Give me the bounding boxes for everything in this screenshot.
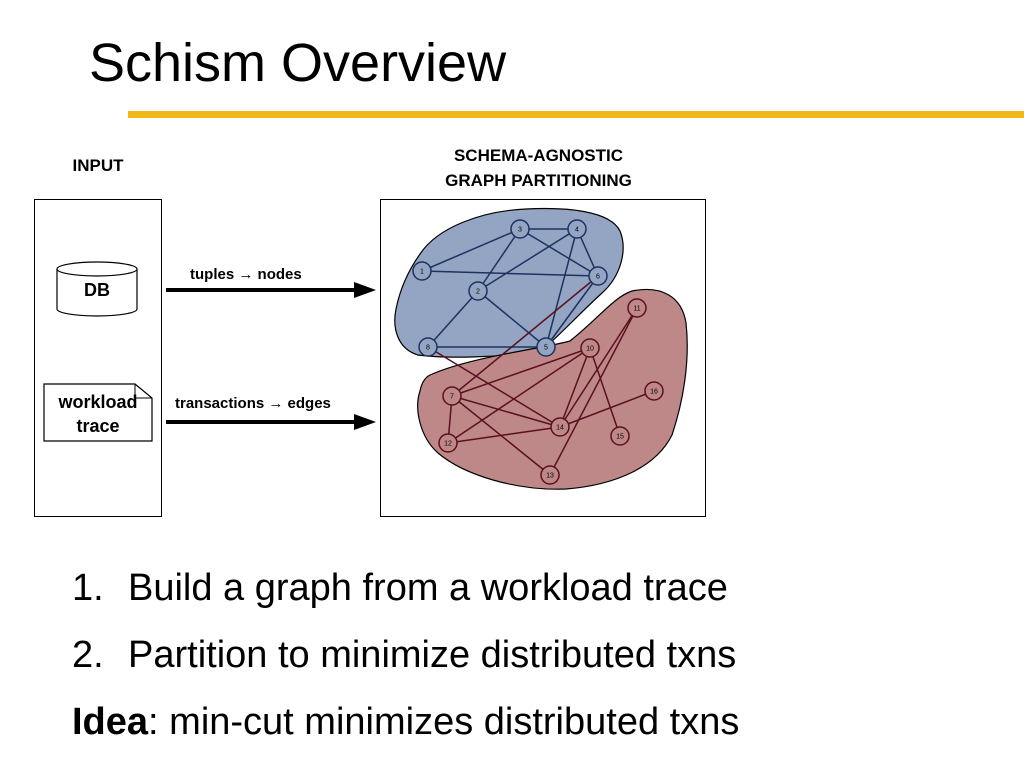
trace-label-line2: trace <box>76 416 120 436</box>
graph-node <box>418 337 438 357</box>
graph-node <box>580 338 600 358</box>
graph-node <box>588 266 608 286</box>
graph-edge <box>589 347 621 437</box>
graph-node-label: 4 <box>575 227 579 234</box>
graph-node <box>442 386 462 406</box>
db-label: DB <box>84 280 110 300</box>
idea-label: Idea <box>72 701 149 743</box>
input-label: INPUT <box>72 156 124 175</box>
graph-edge <box>447 347 591 444</box>
graph-node-label: 5 <box>544 345 548 352</box>
graph-edge <box>559 307 638 428</box>
graph-node <box>567 219 587 239</box>
graph-node-label: 1 <box>420 269 424 276</box>
transactions-arrow <box>166 414 376 430</box>
graph-node-label: 15 <box>616 434 624 441</box>
tuples-nodes-label: tuples → nodes <box>190 266 302 283</box>
arrow-glyph: → <box>268 395 284 412</box>
document-icon <box>43 383 153 442</box>
graph-edge <box>451 275 599 397</box>
graph-edge <box>477 290 547 348</box>
graph-edge <box>559 390 655 428</box>
trace-label: workload trace <box>45 390 151 438</box>
graph-node-label: 6 <box>596 274 600 281</box>
graph-node <box>412 261 432 281</box>
graph-node <box>540 465 560 485</box>
graph-node-label: 12 <box>444 441 452 448</box>
transactions-edges-label: transactions → edges <box>175 395 331 412</box>
graph-node <box>536 337 556 357</box>
graph-edge <box>545 275 599 348</box>
bullet-item-2: 2. Partition to minimize distributed txns <box>72 622 739 689</box>
graph-edge <box>559 347 591 428</box>
graph-node <box>550 417 570 437</box>
bullet-item-1: 1. Build a graph from a workload trace <box>72 555 739 622</box>
title-underline <box>128 111 1024 118</box>
graph-node-label: 7 <box>450 394 454 401</box>
trace-label-line1: workload <box>58 392 138 412</box>
graph-node <box>644 381 664 401</box>
graph-edge <box>427 346 561 428</box>
tuples-arrow <box>166 282 376 298</box>
graph-node-label: 14 <box>556 425 564 432</box>
graph-edge <box>477 228 578 292</box>
graph-node-label: 3 <box>518 227 522 234</box>
partitioning-label: SCHEMA-AGNOSTIC GRAPH PARTITIONING <box>380 143 697 193</box>
slide-title: Schism Overview <box>89 33 507 93</box>
graph-edge <box>477 228 521 292</box>
idea-text: : min-cut minimizes distributed txns <box>148 701 740 743</box>
bullet-text: Build a graph from a workload trace <box>128 567 728 609</box>
graph-node <box>438 433 458 453</box>
idea-line: Idea: min-cut minimizes distributed txns <box>72 689 739 756</box>
partitioning-label-line2: GRAPH PARTITIONING <box>445 171 632 190</box>
tuples-text: tuples <box>190 266 235 283</box>
graph-node <box>627 298 647 318</box>
graph-edge <box>545 228 578 348</box>
graph-node <box>510 219 530 239</box>
graph-edge <box>447 426 561 444</box>
database-icon <box>56 261 138 317</box>
bullet-number: 2. <box>72 634 104 676</box>
graph-node-label: 8 <box>426 345 430 352</box>
graph-edge <box>421 228 521 272</box>
graph-node <box>610 426 630 446</box>
transactions-text: transactions <box>175 395 265 412</box>
graph-node-label: 13 <box>546 473 554 480</box>
nodes-text: nodes <box>257 266 302 283</box>
graph-edge <box>549 307 638 476</box>
bullet-number: 1. <box>72 567 104 609</box>
arrow-glyph: → <box>238 266 254 283</box>
bullet-list: 1. Build a graph from a workload trace 2.… <box>72 555 739 756</box>
graph-edge <box>451 347 591 397</box>
graph-node-label: 2 <box>476 289 480 296</box>
graph-node <box>468 281 488 301</box>
edges-text: edges <box>287 395 331 412</box>
graph-edge <box>427 290 479 348</box>
bullet-text: Partition to minimize distributed txns <box>128 634 737 676</box>
graph-node-label: 10 <box>586 346 594 353</box>
graph-node-label: 16 <box>650 389 658 396</box>
graph-node-label: 11 <box>633 306 640 313</box>
input-panel <box>34 199 162 517</box>
graph-edge <box>519 228 599 277</box>
partitioning-label-line1: SCHEMA-AGNOSTIC <box>453 146 624 165</box>
graph-edge <box>451 395 561 428</box>
graph-edge <box>421 270 599 277</box>
